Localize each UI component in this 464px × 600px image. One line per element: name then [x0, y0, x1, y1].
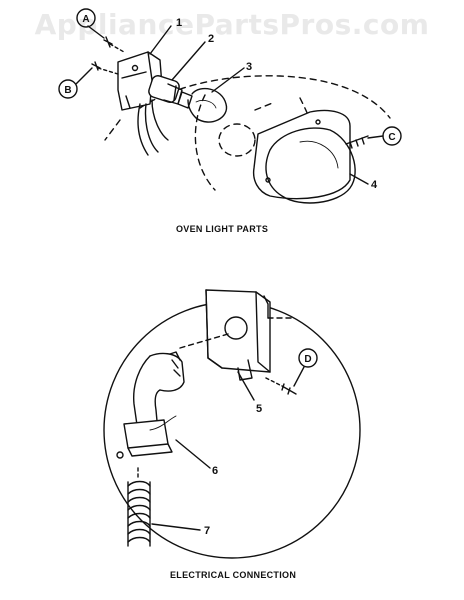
light-lens-cover: [252, 109, 356, 204]
light-bulb: [177, 87, 228, 123]
callout-b-circle: [58, 79, 78, 99]
callout-d: D: [304, 354, 311, 365]
part-number-7: 7: [204, 525, 210, 537]
leader-5: [237, 371, 255, 401]
part-number-2: 2: [208, 33, 214, 45]
flexible-conduit: [127, 467, 151, 547]
screw-d: [265, 377, 297, 395]
callout-a-circle: [76, 8, 96, 28]
screw-a: [103, 36, 125, 53]
screw-c: [345, 135, 369, 149]
leader-2: [171, 41, 206, 81]
leader-1: [149, 25, 172, 55]
callout-a: A: [82, 14, 89, 25]
part-number-3: 3: [246, 61, 252, 73]
part-number-1: 1: [176, 17, 182, 29]
socket-wires: [137, 99, 169, 156]
junction-box: [205, 289, 271, 381]
screw-b: [91, 61, 119, 75]
oven-light-parts-caption: OVEN LIGHT PARTS: [176, 224, 269, 234]
callout-d-circle: [298, 348, 318, 368]
leader-3: [211, 67, 245, 93]
part-number-5: 5: [256, 403, 262, 415]
part-number-6: 6: [212, 465, 218, 477]
leader-4: [349, 173, 369, 185]
callout-b: B: [64, 85, 71, 96]
callout-c: C: [388, 132, 395, 143]
leader-6: [175, 439, 211, 469]
electrical-connection-caption: ELECTRICAL CONNECTION: [170, 570, 297, 580]
conduit-elbow: [116, 351, 185, 459]
part-number-4: 4: [371, 179, 378, 191]
leader-7: [151, 523, 201, 531]
